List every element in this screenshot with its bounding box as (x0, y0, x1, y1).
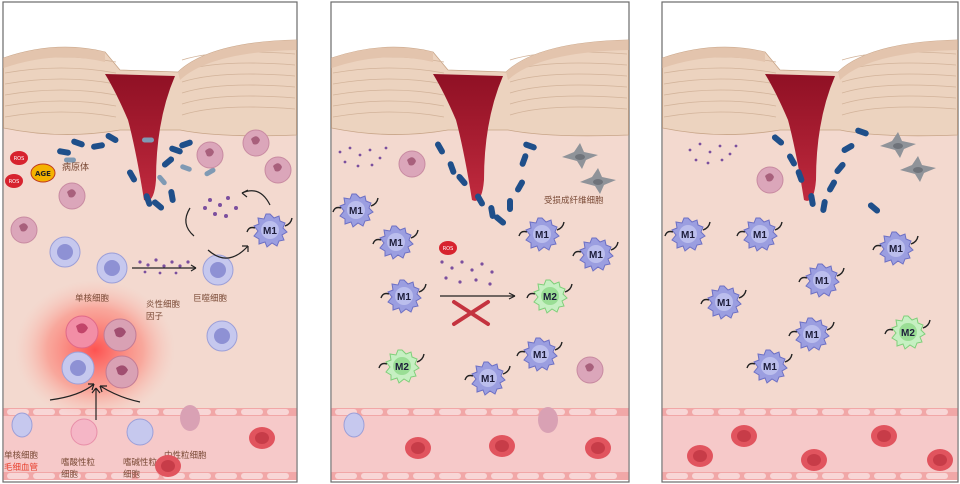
vessel-monocyte (343, 412, 365, 438)
svg-text:M1: M1 (753, 230, 767, 241)
panel-2-macrophage-polarization (330, 1, 630, 483)
eosinophil-label-2: 细胞 (61, 469, 79, 480)
svg-text:AGE: AGE (35, 170, 51, 178)
svg-text:M2: M2 (395, 362, 409, 373)
m-tags-panel3: M1 M1 M1 M1 M1 M1 M1 M2 (681, 230, 915, 373)
blocked-arrow (440, 292, 516, 300)
red-blood-cell (405, 437, 431, 459)
panel-1-cells: ROS ROS AGE 病原体 单核细胞 炎性细胞 因子 巨噬细胞 (4, 129, 293, 480)
monocyte-cell (96, 252, 128, 284)
svg-text:ROS: ROS (9, 179, 20, 185)
red-blood-cell (585, 437, 611, 459)
macrophage-label: 巨噬细胞 (193, 293, 228, 304)
pink-cell (196, 141, 224, 169)
m-tags-panel2: M1 M1 M1 M1 M1 M1 M1 M2 M2 (349, 206, 603, 385)
monocyte-cell (206, 320, 238, 352)
ros-badge: ROS (5, 174, 23, 188)
capillary-vessel (331, 408, 629, 480)
svg-text:M1: M1 (889, 244, 903, 255)
pink-cell (58, 182, 86, 210)
svg-text:ROS: ROS (443, 246, 454, 252)
panel-2-cells: 受损成纤维细胞 ROS (332, 143, 619, 459)
svg-text:M1: M1 (815, 276, 829, 287)
red-blood-cell (731, 425, 757, 447)
inflammatory-factor-label-2: 因子 (146, 312, 164, 322)
svg-text:M1: M1 (763, 362, 777, 373)
eosinophil-label-1: 嗜酸性粒 (61, 457, 96, 468)
neutrophil-cluster (61, 315, 139, 389)
wound-cleft (105, 74, 175, 201)
vessel-basophil (126, 418, 154, 446)
red-blood-cell (871, 425, 897, 447)
cytokine-dots (338, 146, 494, 286)
svg-text:M2: M2 (901, 328, 915, 339)
red-blood-cell (489, 435, 515, 457)
red-blood-cell (927, 449, 953, 471)
bacteria (142, 137, 154, 143)
inflammatory-factor-label-1: 炎性细胞 (146, 299, 181, 310)
pink-cell (10, 216, 38, 244)
svg-text:M1: M1 (535, 230, 549, 241)
pink-cell (264, 156, 292, 184)
macrophage-cell (202, 254, 234, 286)
monocyte-cell (49, 236, 81, 268)
basophil-label-2: 细胞 (123, 469, 141, 480)
svg-text:M1: M1 (533, 350, 547, 361)
neutrophil-label: 中性粒细胞 (164, 450, 207, 461)
svg-text:ROS: ROS (14, 156, 25, 162)
vessel-eosinophil (70, 418, 98, 446)
capillary-vessel (3, 408, 297, 480)
inflammation-glow (15, 280, 175, 420)
monocyte-label: 单核细胞 (75, 293, 110, 304)
flow-arrows (132, 189, 271, 272)
capillary-monocyte-label: 单核细胞 (4, 450, 39, 461)
m1-label: M1 (263, 226, 277, 237)
vessel-neutrophil (538, 407, 558, 433)
pink-cell (576, 356, 604, 384)
panel-3-cells: M1 M1 M1 M1 M1 M1 M1 M2 (664, 132, 953, 471)
red-blood-cell (249, 427, 275, 449)
svg-text:M1: M1 (349, 206, 363, 217)
cytokine-dots (138, 196, 238, 275)
svg-text:M1: M1 (681, 230, 695, 241)
red-blood-cell (155, 455, 181, 477)
svg-text:M1: M1 (589, 250, 603, 261)
block-cross (452, 300, 490, 326)
svg-text:M1: M1 (389, 238, 403, 249)
capillary-label: 毛细血管 (4, 462, 38, 473)
pink-cell (242, 129, 270, 157)
age-badge: AGE (30, 163, 56, 183)
red-blood-cell (687, 445, 713, 467)
cytokine-dots (688, 142, 738, 165)
svg-text:M1: M1 (481, 374, 495, 385)
bacteria (507, 198, 513, 212)
basophil-label-1: 嗜碱性粒 (123, 457, 158, 468)
ros-badge: ROS (10, 151, 28, 165)
wound-cleft (433, 74, 503, 201)
svg-text:M1: M1 (397, 292, 411, 303)
ros-badge: ROS (439, 241, 457, 255)
vessel-neutrophil (180, 405, 200, 431)
pathogen-label: 病原体 (62, 161, 89, 173)
migration-arrows (49, 383, 141, 420)
pink-cell (398, 150, 426, 178)
bacteria (64, 157, 76, 163)
pink-cell (756, 166, 784, 194)
svg-text:M2: M2 (543, 292, 557, 303)
svg-text:M1: M1 (805, 330, 819, 341)
red-blood-cell (801, 449, 827, 471)
panel-1-inflammation (2, 1, 298, 483)
damaged-fibroblast-label: 受损成纤维细胞 (544, 195, 604, 206)
vessel-monocyte (11, 412, 33, 438)
wound-cleft (765, 74, 835, 201)
svg-text:M1: M1 (717, 298, 731, 309)
